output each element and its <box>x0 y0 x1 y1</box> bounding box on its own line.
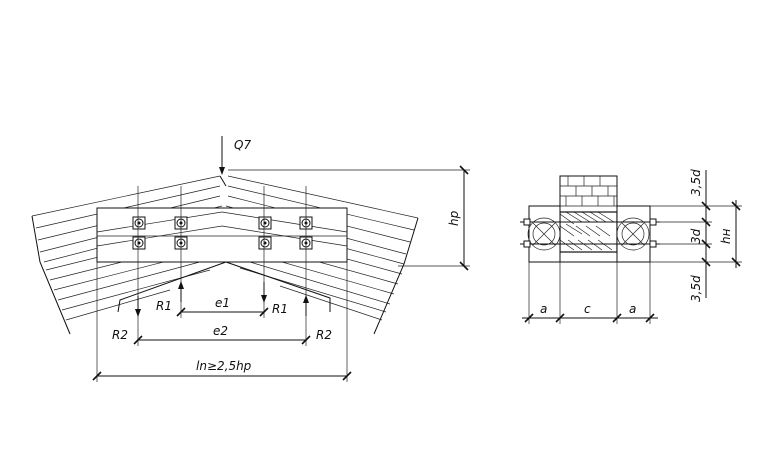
e2-label: e2 <box>213 324 228 338</box>
cross-section <box>520 175 660 263</box>
dimension-ln <box>92 262 352 382</box>
c-label: c <box>584 302 591 316</box>
r1-left-label: R1 <box>156 299 172 313</box>
dim-mid-label: 3d <box>689 228 703 244</box>
dimension-a-c-a <box>522 262 658 324</box>
bolt <box>258 216 272 230</box>
r1-right-label: R1 <box>272 302 288 316</box>
dimension-hn <box>731 200 741 268</box>
bolt <box>132 236 146 250</box>
bolt-group <box>132 216 313 250</box>
load-label: Q7 <box>234 138 251 152</box>
ln-label: ln≥2,5hp <box>196 359 252 373</box>
r2-right-label: R2 <box>316 328 332 342</box>
dimension-e2 <box>133 335 311 345</box>
dimension-vertical-d <box>650 170 742 298</box>
splice-plate <box>96 207 348 263</box>
a-right-label: a <box>629 302 636 316</box>
dimension-hp <box>228 165 470 271</box>
dim-bot-label: 3,5d <box>689 275 703 302</box>
dimension-e1 <box>176 307 269 317</box>
a-left-label: a <box>540 302 547 316</box>
e1-label: e1 <box>215 296 230 310</box>
bolt <box>132 216 146 230</box>
r2-left-label: R2 <box>112 328 128 342</box>
hp-label: hp <box>447 210 461 226</box>
bolt <box>258 236 272 250</box>
dim-top-label: 3,5d <box>689 169 703 196</box>
hn-label: hн <box>719 228 733 244</box>
